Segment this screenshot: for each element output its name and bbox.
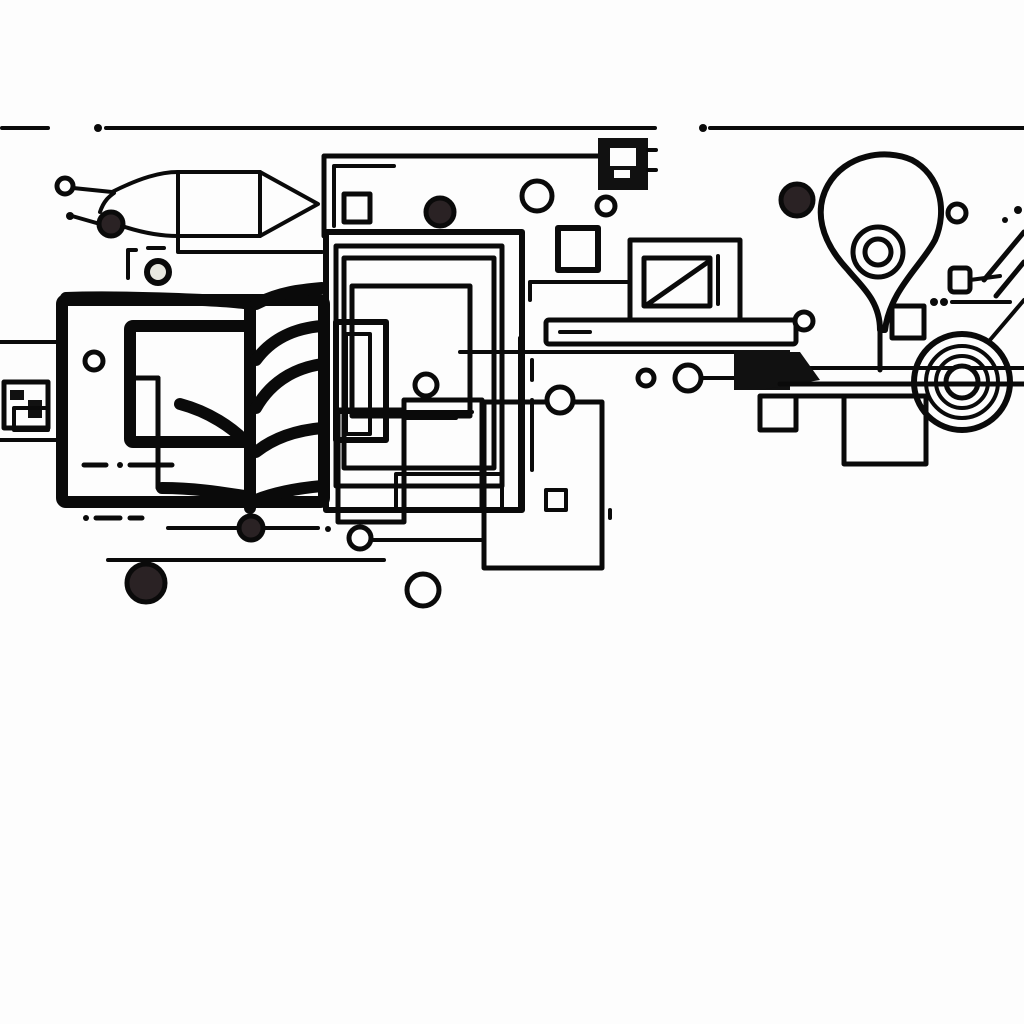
pen-nib-icon <box>54 170 324 254</box>
monitor-icon <box>543 237 816 347</box>
top-rule <box>0 124 1024 132</box>
bottom-connectors <box>106 513 486 609</box>
bracket-circle <box>126 246 172 286</box>
connector-box <box>481 280 630 571</box>
balloon-loop-icon <box>760 151 1024 373</box>
left-connector <box>0 340 60 442</box>
open-book-icon <box>56 282 330 521</box>
mechanism-arm <box>930 206 1024 342</box>
scattered-shapes <box>519 138 658 273</box>
conveyor <box>635 350 1024 467</box>
